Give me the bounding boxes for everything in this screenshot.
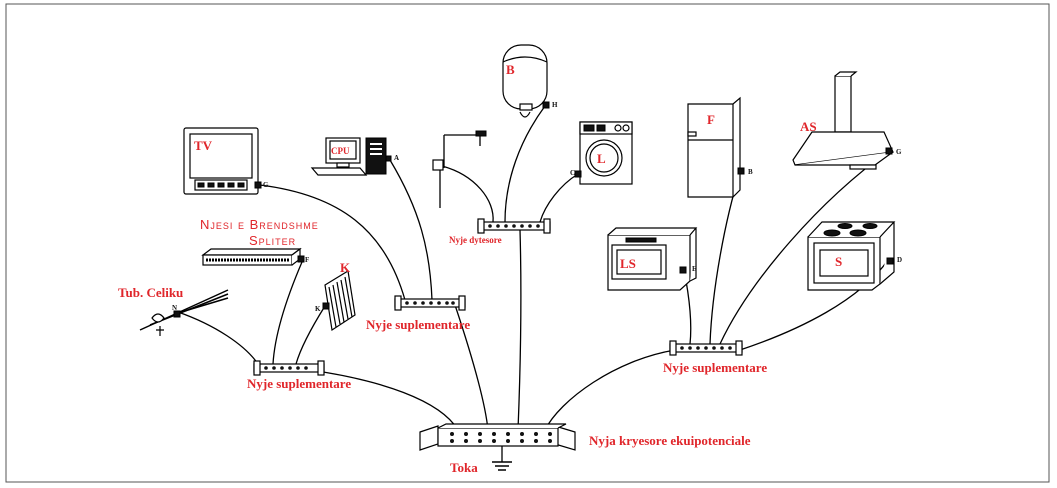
radiator	[322, 270, 356, 332]
supp-node-center-bar	[394, 295, 466, 311]
fridge-terminal: B	[748, 168, 753, 176]
dishwasher-label: LS	[620, 256, 636, 271]
splitter-terminal: F	[305, 256, 309, 264]
boiler-terminal: H	[552, 101, 558, 109]
pipe-label: Tub. Celiku	[118, 285, 183, 300]
wire-washer	[539, 173, 579, 223]
hood-terminal: G	[896, 148, 902, 156]
diagram-frame	[5, 3, 1050, 483]
supp-node-left-label: Nyje suplementare	[247, 376, 351, 391]
steel-pipe	[139, 289, 229, 336]
secondary-node-bar	[477, 218, 551, 234]
supp-node-left-bar	[253, 360, 325, 376]
tv-terminal: G	[263, 181, 269, 189]
wire-radiator	[295, 305, 326, 365]
splitter-label-line1: Njesi e Brendshme	[200, 217, 319, 232]
water-tap	[432, 130, 487, 208]
pipe-terminal: N	[172, 304, 177, 312]
wire-supleft-main	[309, 369, 459, 431]
stove-terminal: D	[897, 256, 902, 264]
supp-node-right-bar	[669, 340, 743, 356]
washer-terminal: C	[570, 169, 575, 177]
tv	[183, 127, 262, 195]
fridge-label: F	[707, 112, 715, 127]
computer	[310, 137, 392, 176]
stove-label: S	[835, 254, 842, 269]
wire-fridge	[709, 171, 741, 345]
dishwasher-terminal: E	[692, 265, 697, 273]
radiator-terminal: K	[315, 305, 321, 313]
tv-label: TV	[194, 138, 213, 153]
wire-pipe	[177, 311, 259, 365]
wire-supcenter-main	[454, 304, 489, 431]
cpu-terminal: A	[394, 154, 399, 162]
wire-boiler	[504, 105, 546, 223]
wire-cpu	[389, 159, 433, 301]
wire-supright-main	[544, 349, 676, 431]
ground-label: Toka	[450, 460, 478, 475]
stove	[807, 221, 896, 291]
wire-node-main-1	[517, 229, 522, 431]
secondary-node-label: Nyje dytesore	[449, 235, 502, 245]
main-node-label: Nyja kryesore ekuipotenciale	[589, 433, 751, 448]
supp-node-right-label: Nyje suplementare	[663, 360, 767, 375]
refrigerator	[687, 96, 745, 198]
radiator-label: K	[340, 260, 351, 275]
ground-icon	[492, 446, 512, 471]
washer-label: L	[597, 151, 606, 166]
wire-hood	[719, 149, 891, 345]
hood-label: AS	[800, 119, 817, 134]
main-equipotential-bar	[419, 423, 576, 451]
supp-node-center-label: Nyje suplementare	[366, 317, 470, 332]
splitter-label-line2: Spliter	[249, 233, 296, 248]
water-boiler	[502, 44, 550, 118]
wire-splitter	[272, 261, 303, 365]
wire-tap	[441, 165, 494, 223]
cpu-label: CPU	[331, 146, 350, 156]
kitchen-hood	[792, 71, 894, 170]
wire-tv	[259, 184, 406, 301]
boiler-label: B	[506, 62, 515, 77]
dishwasher	[607, 227, 698, 291]
ac-indoor-unit	[201, 247, 305, 266]
washing-machine	[574, 121, 633, 185]
